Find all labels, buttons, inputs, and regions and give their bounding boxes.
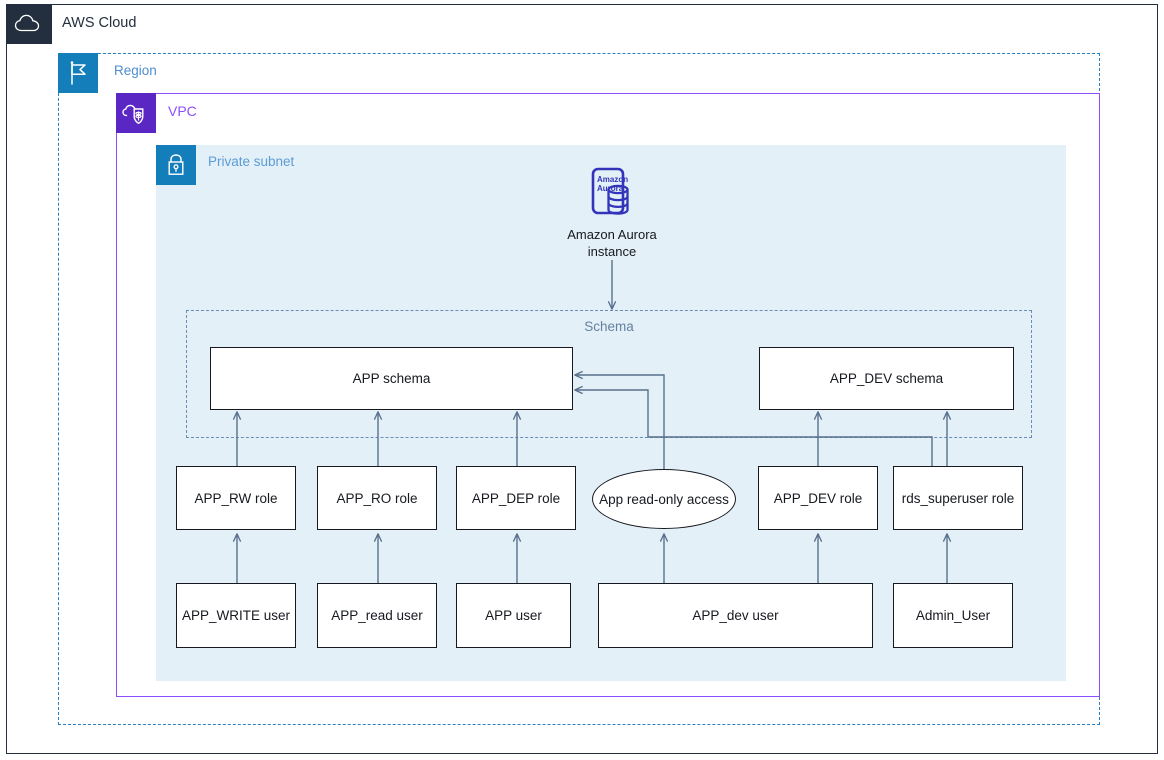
node-app-read-user[interactable]: APP_read user	[317, 583, 437, 648]
node-app-dep-role[interactable]: APP_DEP role	[456, 466, 576, 530]
aws-cloud-label: AWS Cloud	[62, 15, 137, 31]
node-app-ro-role[interactable]: APP_RO role	[317, 466, 437, 530]
schema-group-label: Schema	[584, 319, 634, 334]
amazon-aurora-icon: Amazon Aurora	[585, 165, 639, 221]
vpc-icon	[116, 93, 156, 133]
node-app-dev-schema[interactable]: APP_DEV schema	[759, 347, 1014, 410]
svg-text:Amazon: Amazon	[597, 175, 628, 184]
region-flag-icon	[58, 53, 98, 93]
aurora-label-line2: instance	[587, 244, 637, 259]
amazon-aurora-label: Amazon Aurora instance	[527, 226, 697, 260]
node-app-schema[interactable]: APP schema	[210, 347, 573, 410]
node-app-rw-role[interactable]: APP_RW role	[176, 466, 296, 530]
aurora-label-line1: Amazon Aurora	[567, 227, 657, 242]
vpc-label: VPC	[168, 103, 197, 119]
node-app-dev-user[interactable]: APP_dev user	[598, 583, 873, 648]
private-subnet-label: Private subnet	[208, 154, 295, 169]
aws-cloud-icon	[6, 4, 52, 44]
node-app-read-only-access[interactable]: App read-only access	[592, 469, 736, 529]
node-rds-superuser-role[interactable]: rds_superuser role	[893, 466, 1023, 530]
private-subnet-lock-icon	[156, 145, 196, 185]
node-app-write-user[interactable]: APP_WRITE user	[176, 583, 296, 648]
node-app-dev-role[interactable]: APP_DEV role	[758, 466, 878, 530]
vpc-container	[116, 93, 1100, 697]
node-admin-user[interactable]: Admin_User	[893, 583, 1013, 648]
region-label: Region	[114, 63, 157, 78]
node-app-user[interactable]: APP user	[456, 583, 571, 648]
